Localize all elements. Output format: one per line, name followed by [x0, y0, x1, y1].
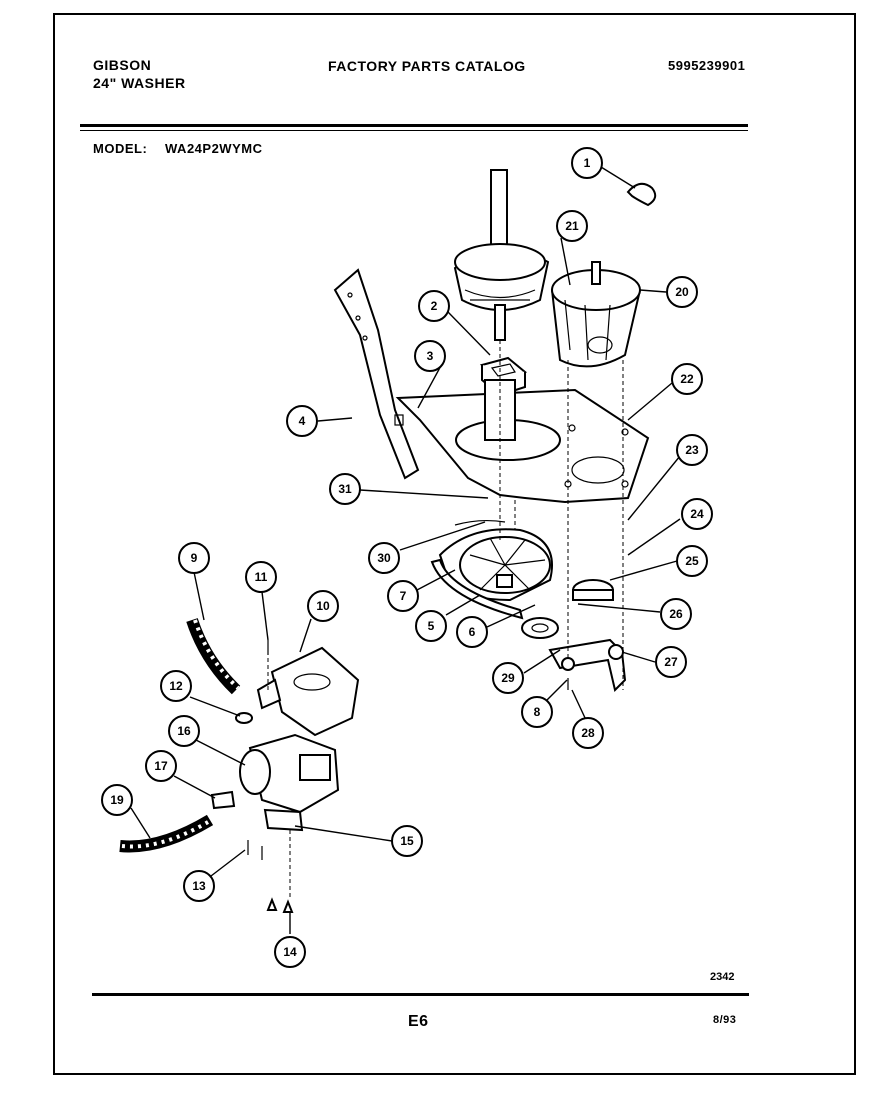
callout-27: 27 [655, 646, 687, 678]
model-value: WA24P2WYMC [165, 141, 263, 156]
callout-7: 7 [387, 580, 419, 612]
svg-text:8: 8 [534, 705, 541, 719]
svg-text:25: 25 [685, 554, 699, 568]
hose-19-drawing [119, 814, 214, 853]
brace-drawing [333, 268, 420, 480]
callout-9: 9 [178, 542, 210, 574]
hose-9-drawing [186, 618, 241, 695]
svg-text:2: 2 [431, 299, 438, 313]
mounting-plate-drawing [395, 379, 650, 504]
page-frame [53, 13, 856, 1075]
svg-text:21: 21 [565, 219, 579, 233]
pump-drawing [210, 712, 340, 832]
svg-text:27: 27 [664, 655, 678, 669]
clutch-drawing [430, 519, 553, 620]
drawing-number: 2342 [710, 971, 734, 983]
callout-4: 4 [286, 405, 318, 437]
svg-text:7: 7 [400, 589, 407, 603]
header-rule-bottom [80, 130, 748, 131]
transmission-drawing [453, 169, 550, 341]
callout-5: 5 [415, 610, 447, 642]
callout-15: 15 [391, 825, 423, 857]
svg-text:31: 31 [338, 482, 352, 496]
pulley-drawing [521, 579, 614, 639]
svg-text:16: 16 [177, 724, 191, 738]
callout-21: 21 [556, 210, 588, 242]
callout-28: 28 [572, 717, 604, 749]
callout-29: 29 [492, 662, 524, 694]
svg-text:9: 9 [191, 551, 198, 565]
svg-text:15: 15 [400, 834, 414, 848]
svg-text:1: 1 [584, 156, 591, 170]
callout-23: 23 [676, 434, 708, 466]
callout-24: 24 [681, 498, 713, 530]
callout-17: 17 [145, 750, 177, 782]
footer-rule [92, 993, 749, 996]
callout-19: 19 [101, 784, 133, 816]
header-rule-top [80, 124, 748, 127]
clip-drawing [626, 182, 657, 207]
pump-bracket-drawing [548, 638, 627, 692]
svg-text:4: 4 [299, 414, 306, 428]
callout-2: 2 [418, 290, 450, 322]
callout-30: 30 [368, 542, 400, 574]
callout-26: 26 [660, 598, 692, 630]
svg-text:10: 10 [316, 599, 330, 613]
svg-text:23: 23 [685, 443, 699, 457]
callout-10: 10 [307, 590, 339, 622]
model-label: MODEL: [93, 141, 148, 156]
svg-text:11: 11 [255, 570, 268, 584]
callout-3: 3 [414, 340, 446, 372]
screws-drawing [247, 640, 294, 913]
water-valve-drawing [256, 646, 360, 737]
callout-6: 6 [456, 616, 488, 648]
svg-text:13: 13 [192, 879, 206, 893]
svg-text:19: 19 [110, 793, 124, 807]
catalog-title: FACTORY PARTS CATALOG [328, 58, 526, 74]
callout-31: 31 [329, 473, 361, 505]
svg-text:3: 3 [427, 349, 434, 363]
callout-22: 22 [671, 363, 703, 395]
callout-1: 1 [571, 147, 603, 179]
callout-16: 16 [168, 715, 200, 747]
footer-date: 8/93 [713, 1014, 737, 1026]
svg-text:30: 30 [377, 551, 391, 565]
callout-13: 13 [183, 870, 215, 902]
callout-25: 25 [676, 545, 708, 577]
svg-text:14: 14 [283, 945, 297, 959]
svg-text:24: 24 [690, 507, 704, 521]
brand-label: GIBSON [93, 57, 152, 73]
svg-text:26: 26 [669, 607, 683, 621]
svg-text:17: 17 [154, 759, 168, 773]
svg-text:28: 28 [581, 726, 595, 740]
svg-text:20: 20 [675, 285, 689, 299]
product-label: 24" WASHER [93, 75, 186, 91]
callout-12: 12 [160, 670, 192, 702]
motor-drawing [550, 261, 642, 368]
svg-text:29: 29 [501, 671, 515, 685]
callout-14: 14 [274, 936, 306, 968]
svg-text:6: 6 [469, 625, 476, 639]
svg-text:22: 22 [680, 372, 694, 386]
svg-text:12: 12 [169, 679, 183, 693]
callout-8: 8 [521, 696, 553, 728]
svg-text:5: 5 [428, 619, 435, 633]
page-code: E6 [408, 1013, 429, 1030]
callout-20: 20 [666, 276, 698, 308]
callout-11: 11 [245, 561, 277, 593]
catalog-number: 5995239901 [668, 58, 746, 73]
leader-lines [130, 166, 681, 934]
